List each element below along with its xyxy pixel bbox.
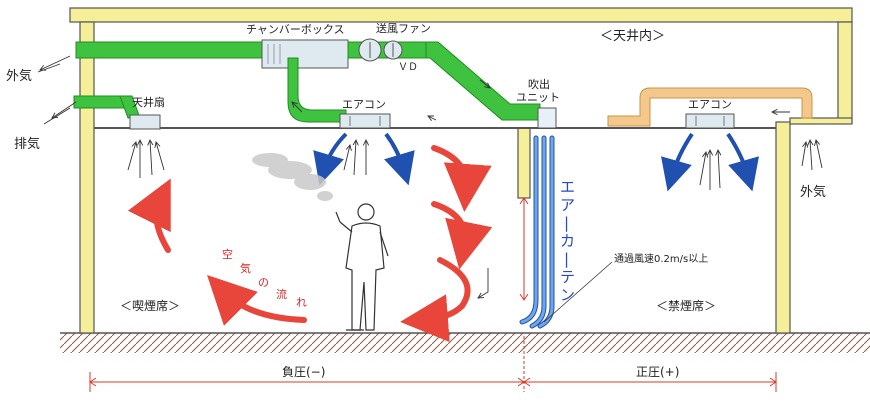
right-lower-wall <box>775 121 791 334</box>
air-curtain-char: | <box>564 214 569 232</box>
outlet-unit-line1: 吹出 <box>528 77 550 91</box>
air-curtain-char: テ <box>560 268 575 286</box>
velocity-leader <box>543 261 613 323</box>
right-wall <box>837 21 853 123</box>
aircon-left-device <box>339 113 391 129</box>
aircon-outflow-arrows <box>313 132 759 192</box>
outside-air-right-label: 外気 <box>800 184 826 200</box>
aircon-right-device <box>685 113 735 129</box>
chamber-box-label: チャンバーボックス <box>246 23 345 36</box>
positive-pressure-label: 正圧(+) <box>636 365 679 379</box>
ceiling-space-label: ＜天井内＞ <box>600 28 665 44</box>
air-flow-char: れ <box>296 296 307 309</box>
curtain-dimension <box>519 197 529 301</box>
ground <box>60 332 870 353</box>
pressure-dimension <box>89 336 777 392</box>
air-flow-char: 気 <box>240 261 251 275</box>
negative-pressure-label: 負圧(−) <box>282 365 325 379</box>
smoke-air-flow-arrows <box>127 145 493 343</box>
supply-fan-unit <box>358 38 403 62</box>
air-flow-char: 空 <box>222 247 233 261</box>
vd-label: ＶＤ <box>398 62 418 73</box>
outside-air-left-label: 外気 <box>6 68 32 84</box>
ceiling-fan-label: 天井扇 <box>132 95 165 109</box>
smoking-person <box>335 203 389 331</box>
outlet-unit-label: 吹出 ユニット <box>516 77 560 104</box>
velocity-note-label: 通過風速0.2m/s以上 <box>614 253 708 265</box>
outlet-unit <box>537 107 557 129</box>
aircon-left-label: エアコン <box>342 98 386 111</box>
outdoor-air-duct <box>607 87 813 127</box>
outlet-unit-line2: ユニット <box>516 91 560 104</box>
roof-slab <box>69 7 853 23</box>
aircon-right-label: エアコン <box>688 98 732 111</box>
exhaust-label: 排気 <box>14 136 40 152</box>
supply-duct <box>73 39 541 123</box>
air-curtain-char: ア <box>560 196 575 214</box>
smoking-area-label: ＜喫煙席＞ <box>120 298 180 313</box>
air-flow-char: 流 <box>276 287 287 301</box>
air-curtain-char: エ <box>560 178 575 196</box>
non-smoking-area-label: ＜禁煙席＞ <box>656 298 716 313</box>
air-curtain-label: エ ア | カ | テ ン <box>560 178 575 304</box>
partition-wall <box>517 127 531 199</box>
air-flow-label: 空 気 の 流 れ <box>222 247 307 309</box>
ceiling-fan-device <box>129 114 161 130</box>
supply-fan-label: 送風ファン <box>376 21 431 35</box>
right-eave <box>789 117 853 125</box>
smoke-cloud <box>252 153 333 201</box>
air-flow-char: の <box>258 276 269 289</box>
air-curtain-char: | <box>564 250 569 268</box>
air-curtain-char: ン <box>560 286 575 304</box>
air-curtain-char: カ <box>560 232 575 250</box>
chamber-box-icon <box>267 44 281 64</box>
return-air-arrows <box>37 55 823 298</box>
left-wall <box>79 21 95 334</box>
